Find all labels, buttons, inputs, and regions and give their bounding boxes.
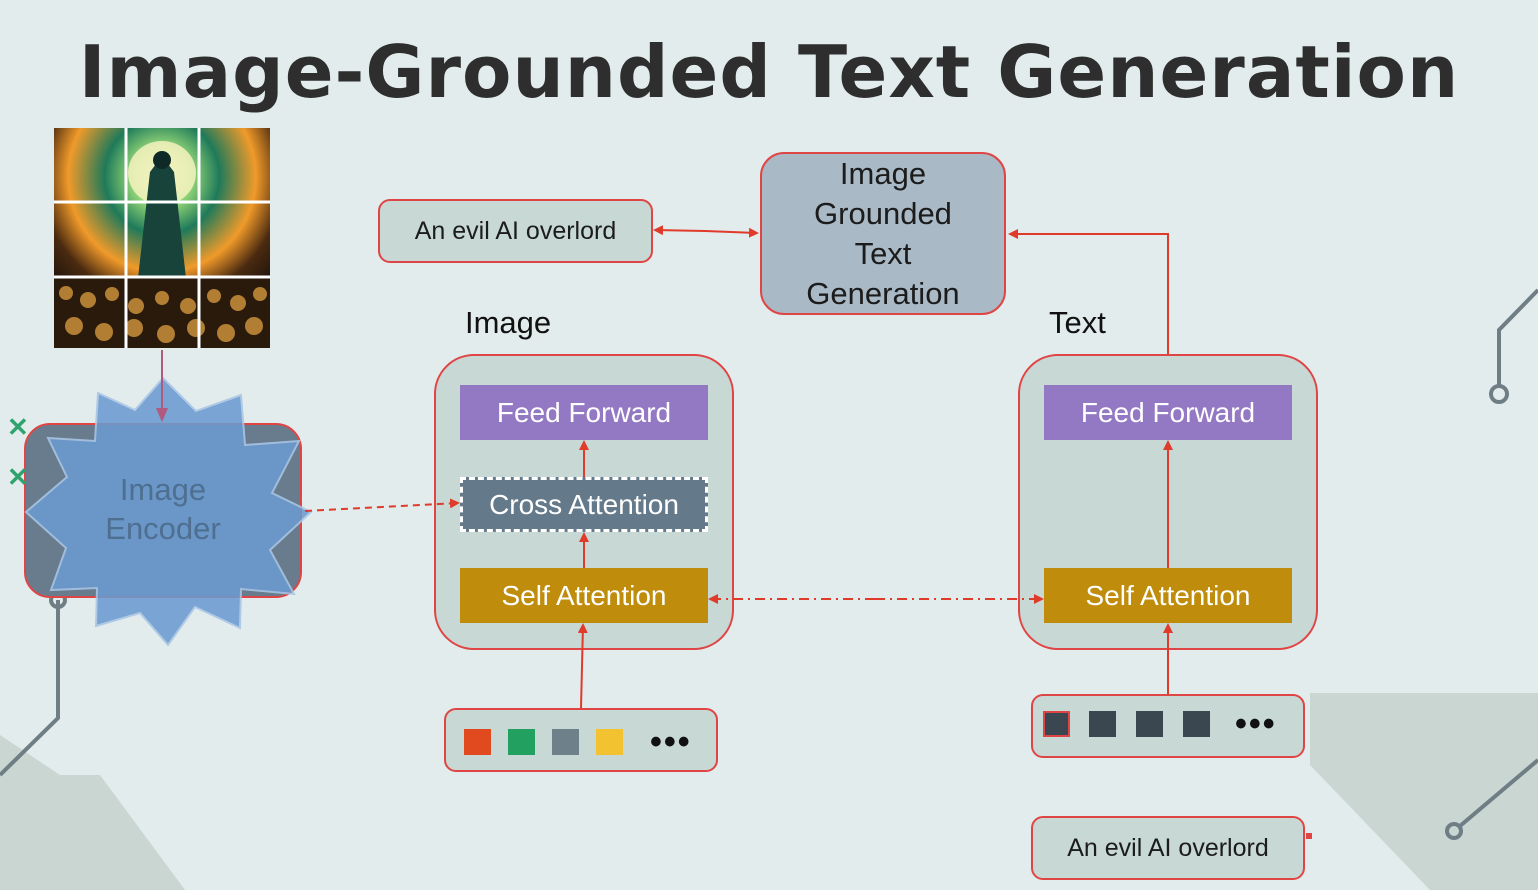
task-line-4: Generation bbox=[806, 275, 960, 311]
image-token-row: ••• bbox=[444, 708, 718, 772]
encoder-line1: Image bbox=[119, 472, 207, 507]
text-self-attention: Self Attention bbox=[1044, 568, 1292, 623]
text-token bbox=[1183, 711, 1210, 737]
ellipsis: ••• bbox=[1235, 705, 1277, 743]
encoder-line2: Encoder bbox=[105, 511, 221, 546]
text-token-row: ••• bbox=[1031, 694, 1305, 758]
text-feed-forward: Feed Forward bbox=[1044, 385, 1292, 440]
output-caption: An evil AI overlord bbox=[378, 199, 653, 263]
task-line-2: Grounded bbox=[814, 195, 952, 231]
image-encoder-label: Image Encoder bbox=[24, 470, 302, 548]
image-feed-forward: Feed Forward bbox=[460, 385, 708, 440]
image-token bbox=[596, 729, 623, 755]
task-line-1: Image bbox=[839, 155, 927, 191]
cross-attention: Cross Attention bbox=[460, 477, 708, 532]
text-branch-label: Text bbox=[1049, 305, 1106, 340]
task-line-3: Text bbox=[854, 235, 912, 271]
text-token bbox=[1043, 711, 1070, 737]
close-icon: ✕ bbox=[7, 412, 29, 442]
connector-dot bbox=[1306, 833, 1312, 839]
input-image bbox=[54, 128, 270, 348]
image-self-attention: Self Attention bbox=[460, 568, 708, 623]
image-token bbox=[552, 729, 579, 755]
input-caption: An evil AI overlord bbox=[1031, 816, 1305, 880]
image-branch-label: Image bbox=[465, 305, 552, 340]
text-token bbox=[1136, 711, 1163, 737]
ellipsis: ••• bbox=[650, 723, 692, 761]
image-token bbox=[508, 729, 535, 755]
text-token bbox=[1089, 711, 1116, 737]
slide-title: Image-Grounded Text Generation bbox=[78, 30, 1460, 114]
image-token bbox=[464, 729, 491, 755]
close-icon: ✕ bbox=[7, 462, 29, 492]
task-box: Image Grounded Text Generation bbox=[760, 152, 1006, 315]
